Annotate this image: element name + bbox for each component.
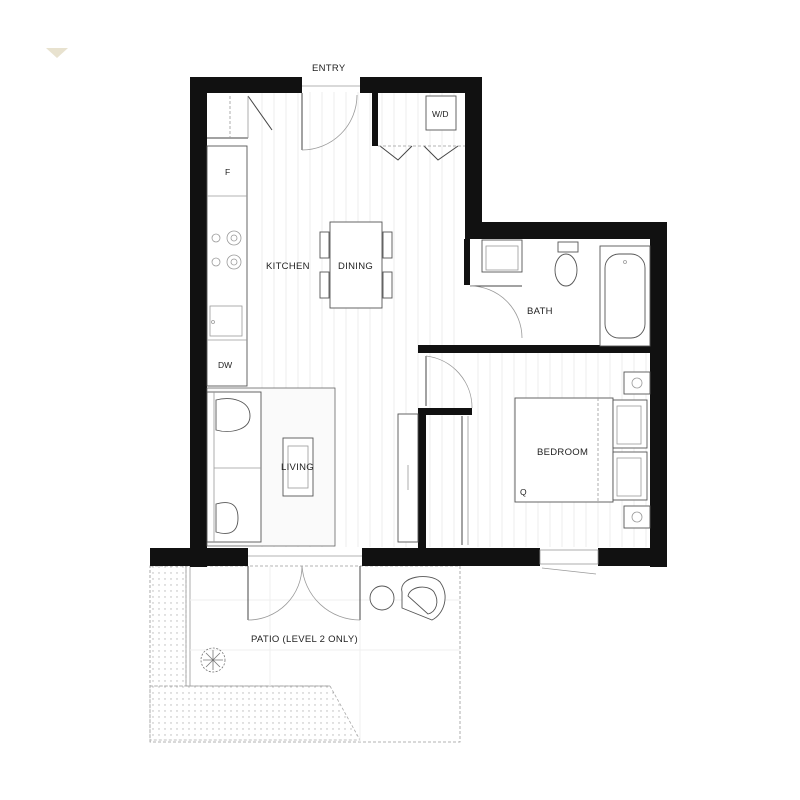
tv-console	[397, 413, 419, 543]
dishwasher-label: DW	[218, 360, 232, 370]
patio-doors	[247, 555, 362, 621]
patio-table	[369, 585, 395, 611]
bedroom-window	[539, 549, 599, 575]
coffee-table	[282, 437, 314, 497]
wd-closet-doors	[378, 95, 465, 161]
entry-door	[301, 85, 360, 151]
storage-closet	[207, 95, 273, 139]
room-label-patio: PATIO (LEVEL 2 ONLY)	[251, 634, 358, 645]
fridge-label: F	[225, 167, 230, 177]
bed-size-label: Q	[520, 487, 527, 497]
kitchen-sink-icon	[209, 305, 243, 337]
living-sofa	[206, 387, 336, 547]
stove-icon	[211, 230, 242, 270]
bedroom-door	[425, 355, 473, 409]
kitchen-counter	[206, 145, 248, 387]
bath-door	[469, 285, 523, 339]
bathtub-icon	[599, 245, 651, 347]
room-label-living: LIVING	[281, 462, 314, 473]
patio	[149, 565, 461, 743]
toilet-icon	[554, 241, 579, 287]
room-label-bath: BATH	[527, 306, 553, 317]
room-label-kitchen: KITCHEN	[266, 261, 310, 272]
bed	[514, 397, 648, 503]
bath-fixtures	[481, 239, 651, 347]
room-label-dining: DINING	[338, 261, 373, 272]
plant-icon	[200, 647, 226, 673]
room-label-bedroom: BEDROOM	[537, 447, 588, 458]
washer-dryer-label: W/D	[432, 109, 449, 119]
dining-set	[319, 221, 393, 309]
room-label-entry: ENTRY	[312, 63, 346, 74]
bedroom-closet-doors	[461, 416, 469, 545]
walls	[150, 77, 667, 567]
bath-sink-icon	[481, 239, 523, 273]
north-arrow-icon	[46, 48, 68, 58]
nightstands	[623, 371, 651, 529]
patio-chair	[401, 576, 446, 621]
